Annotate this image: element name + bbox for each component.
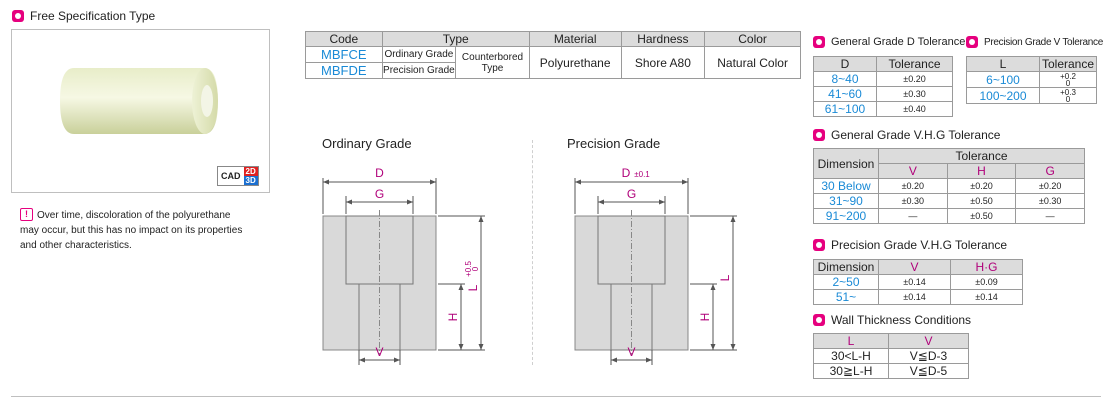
spec-table: Code Type Material Hardness Color MBFCE … <box>305 31 801 79</box>
color-value: Natural Color <box>704 46 801 79</box>
tol-v-title: Precision Grade V Tolerance <box>984 36 1104 48</box>
wall-col-l: L <box>813 333 889 349</box>
diagram-divider <box>532 140 533 365</box>
col-material: Material <box>528 31 622 47</box>
tol-pvhg-col-hg: H·G <box>950 259 1023 275</box>
precision-grade-diagram: D ±0.1 G L H V <box>574 166 737 365</box>
cad-badge[interactable]: CAD 2D 3D <box>217 166 259 186</box>
col-hardness: Hardness <box>620 31 706 47</box>
dim-d-label: D <box>375 166 384 180</box>
tol-d-header: General Grade D Tolerance <box>813 36 965 48</box>
bullet-icon <box>966 36 978 48</box>
table-row: 30≧L-H V≦D-5 <box>813 363 969 379</box>
tol-vhg-col-tolerance: Tolerance <box>878 148 1085 164</box>
code-mbfce: MBFCE <box>305 46 383 63</box>
ordinary-grade-diagram: D G L +0.5 0 H V <box>322 166 485 365</box>
tol-v-col-l: L <box>966 56 1040 72</box>
dim-v-label: V <box>627 345 635 359</box>
product-image-panel: CAD 2D 3D <box>11 29 270 193</box>
table-row: 91~200 — ±0.50 — <box>813 208 1085 224</box>
tol-vhg-col-dimension: Dimension <box>813 148 879 179</box>
dim-h-label: H <box>698 313 712 322</box>
dim-l-label: L <box>466 284 480 291</box>
cad-label: CAD <box>221 171 241 181</box>
table-row: 8~40 ±0.20 <box>813 71 953 87</box>
note-line-2: may occur, but this has no impact on its… <box>20 225 243 236</box>
tol-vhg-col-h: H <box>946 163 1017 179</box>
note-line-3: and other characteristics. <box>20 240 132 251</box>
tol-d-col-tol: Tolerance <box>876 56 953 72</box>
tol-pvhg-col-v: V <box>878 259 951 275</box>
cad-2d-tag[interactable]: 2D <box>243 167 258 176</box>
table-row: 2~50 ±0.14 ±0.09 <box>813 274 1023 290</box>
type-shape: Counterbored Type <box>455 46 530 79</box>
tol-vhg-col-g: G <box>1015 163 1085 179</box>
dim-l-tol-minus: 0 <box>471 266 480 271</box>
bullet-icon <box>813 314 825 326</box>
wall-title: Wall Thickness Conditions <box>831 313 972 327</box>
table-row: 51~ ±0.14 ±0.14 <box>813 289 1023 305</box>
col-type: Type <box>381 31 530 47</box>
dim-l-label: L <box>718 274 732 281</box>
grade-ordinary: Ordinary Grade <box>381 46 457 63</box>
material-value: Polyurethane <box>528 46 622 79</box>
code-mbfde: MBFDE <box>305 62 383 79</box>
tol-pvhg-title: Precision Grade V.H.G Tolerance <box>831 238 1008 252</box>
table-row: 30 Below ±0.20 ±0.20 ±0.20 <box>813 178 1085 194</box>
tol-d-title: General Grade D Tolerance <box>831 36 966 48</box>
bullet-icon <box>813 129 825 141</box>
tol-pvhg-col-dimension: Dimension <box>813 259 879 275</box>
note-line-1: Over time, discoloration of the polyuret… <box>37 210 231 221</box>
tol-vhg-header: General Grade V.H.G Tolerance <box>813 128 1000 142</box>
tol-v-header: Precision Grade V Tolerance <box>966 36 1103 48</box>
precision-grade-title: Precision Grade <box>567 136 661 151</box>
cad-3d-tag[interactable]: 3D <box>243 176 258 185</box>
table-row: 30<L-H V≦D-3 <box>813 348 969 364</box>
dim-h-label: H <box>446 313 460 322</box>
wall-table: L V 30<L-H V≦D-3 30≧L-H V≦D-5 <box>813 333 969 379</box>
bullet-icon <box>12 10 24 22</box>
warning-icon: ! <box>20 208 33 221</box>
bottom-rule <box>11 396 1101 397</box>
tol-vhg-table: Dimension Tolerance V H G 30 Below ±0.20… <box>813 148 1085 224</box>
col-code: Code <box>305 31 383 47</box>
table-row: 61~100 ±0.40 <box>813 101 953 117</box>
hardness-value: Shore A80 <box>620 46 706 79</box>
bullet-icon <box>813 36 825 48</box>
ordinary-grade-title: Ordinary Grade <box>322 136 412 151</box>
table-row: 41~60 ±0.30 <box>813 86 953 102</box>
discoloration-note: ! Over time, discoloration of the polyure… <box>20 208 290 253</box>
table-row: 100~200 +0.3 0 <box>966 87 1097 104</box>
tol-vhg-col-v: V <box>878 163 948 179</box>
tol-pvhg-table: Dimension V H·G 2~50 ±0.14 ±0.09 51~ ±0.… <box>813 259 1023 305</box>
col-color: Color <box>704 31 801 47</box>
dim-d-label: D <box>622 166 631 180</box>
dim-l-tol-plus: +0.5 <box>464 261 473 277</box>
wall-header: Wall Thickness Conditions <box>813 313 971 327</box>
wall-col-v: V <box>888 333 969 349</box>
dim-d-tol: ±0.1 <box>634 170 650 179</box>
tol-v-table: L Tolerance 6~100 +0.2 0 100~200 +0.3 0 <box>966 56 1097 104</box>
dim-v-label: V <box>375 345 383 359</box>
bullet-icon <box>813 239 825 251</box>
section-title: Free Specification Type <box>30 9 156 23</box>
grade-precision: Precision Grade <box>381 62 457 79</box>
table-row: 31~90 ±0.30 ±0.50 ±0.30 <box>813 193 1085 209</box>
dim-g-label: G <box>627 187 636 201</box>
tol-pvhg-header: Precision Grade V.H.G Tolerance <box>813 238 1007 252</box>
table-row: 6~100 +0.2 0 <box>966 71 1097 88</box>
tol-d-table: D Tolerance 8~40 ±0.20 41~60 ±0.30 61~10… <box>813 56 953 117</box>
dim-g-label: G <box>375 187 384 201</box>
tol-d-col-d: D <box>813 56 877 72</box>
tol-vhg-title: General Grade V.H.G Tolerance <box>831 128 1001 142</box>
section-header: Free Specification Type <box>12 9 155 23</box>
tol-v-col-tol: Tolerance <box>1039 56 1097 72</box>
product-photo <box>60 68 218 134</box>
